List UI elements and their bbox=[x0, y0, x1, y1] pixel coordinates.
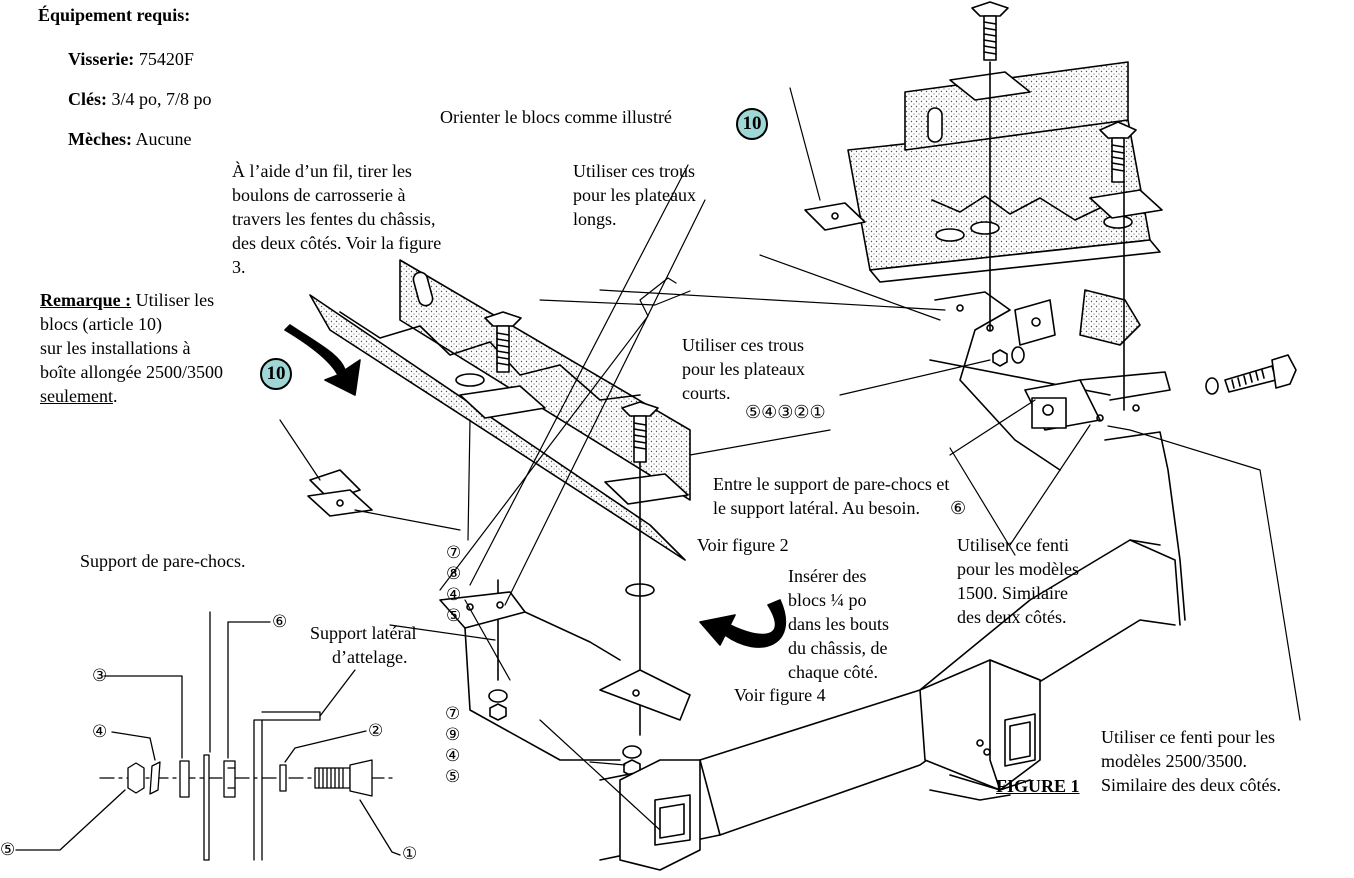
note-line: 1500. Similaire bbox=[957, 583, 1068, 603]
remark-only: seulement bbox=[40, 386, 113, 406]
detail-callout-2: ② bbox=[368, 721, 384, 741]
note-line: Support latéral bbox=[310, 623, 417, 643]
note-line: pour les plateaux bbox=[682, 359, 805, 379]
equipment-heading: Équipement requis: bbox=[38, 5, 191, 25]
callout-number: ④ bbox=[446, 585, 462, 605]
wrenches-value: 3/4 po, 7/8 po bbox=[111, 89, 212, 109]
figure-label: FIGURE 1 bbox=[996, 776, 1080, 796]
detail-callout-5: ⑤ bbox=[0, 840, 16, 860]
callout-number: ⑤ bbox=[445, 767, 461, 787]
curved-arrows bbox=[284, 324, 787, 648]
hardware-label: Visserie: bbox=[68, 49, 135, 69]
callout-number: ⑤ bbox=[446, 606, 462, 626]
note-line: des deux côtés. Voir la figure bbox=[232, 233, 442, 253]
bumper-support-label: Support de pare-chocs. bbox=[80, 551, 246, 571]
note-line: dans les bouts bbox=[788, 614, 889, 634]
bits-line: Mèches: Aucune bbox=[68, 128, 191, 150]
item-10-callout-left: 10 bbox=[260, 358, 292, 390]
note-line: modèles 2500/3500. bbox=[1101, 751, 1247, 771]
note-line: boulons de carrosserie à bbox=[232, 185, 406, 205]
note-line: blocs ¼ po bbox=[788, 590, 867, 610]
note-line: pour les plateaux bbox=[573, 185, 696, 205]
remark-text: Utiliser les bbox=[131, 290, 215, 310]
callout-number: ⑨ bbox=[445, 725, 461, 745]
note-line: Insérer des bbox=[788, 566, 867, 586]
callout-number: ⑦ bbox=[446, 543, 462, 563]
note-line: seulement. bbox=[40, 386, 118, 406]
note-line: 3. bbox=[232, 257, 246, 277]
left-carriage-bolts bbox=[307, 311, 689, 736]
note-line: Utiliser ces trous bbox=[682, 335, 804, 355]
note-line: Remarque : Utiliser les bbox=[40, 289, 214, 311]
detail-callout-4: ④ bbox=[92, 722, 108, 742]
note-line: Utiliser ces trous bbox=[573, 161, 695, 181]
note-line: courts. bbox=[682, 383, 731, 403]
right-frame-rail bbox=[847, 61, 1161, 346]
note-line: travers les fentes du châssis, bbox=[232, 209, 436, 229]
note-line: Similaire des deux côtés. bbox=[1101, 775, 1281, 795]
note-line: À l’aide d’un fil, tirer les bbox=[232, 161, 412, 181]
spacer-callout-6: ⑥ bbox=[950, 498, 967, 519]
note-line: sur les installations à bbox=[40, 338, 191, 358]
note-line: des deux côtés. bbox=[957, 607, 1067, 627]
orient-blocks-note: Orienter le blocs comme illustré bbox=[440, 107, 672, 127]
right-bumper-bracket bbox=[929, 291, 1297, 621]
callout-number: ⑦ bbox=[445, 704, 461, 724]
detail-callout-3: ③ bbox=[92, 666, 108, 686]
note-line: pour les modèles bbox=[957, 559, 1079, 579]
remark-label: Remarque : bbox=[40, 290, 132, 310]
left-bumper-bracket bbox=[439, 591, 691, 777]
note-line: le support latéral. Au besoin. bbox=[713, 498, 920, 518]
callout-number: ④ bbox=[445, 746, 461, 766]
hardware-line: Visserie: 75420F bbox=[68, 48, 194, 70]
bits-label: Mèches: bbox=[68, 129, 132, 149]
leader-lines bbox=[279, 87, 1301, 831]
note-line: chaque côté. bbox=[788, 662, 878, 682]
detail-callout-1: ① bbox=[402, 844, 418, 864]
exploded-hardware-detail bbox=[15, 611, 401, 861]
receiver-hitch bbox=[599, 539, 1181, 871]
hardware-value: 75420F bbox=[138, 49, 194, 69]
wrenches-line: Clés: 3/4 po, 7/8 po bbox=[68, 88, 212, 110]
right-hardware-stack: ⑤④③②① bbox=[745, 402, 826, 423]
wrenches-label: Clés: bbox=[68, 89, 107, 109]
note-line: longs. bbox=[573, 209, 617, 229]
note-line: Utiliser ce fenti bbox=[957, 535, 1069, 555]
right-carriage-bolts bbox=[804, 1, 1163, 411]
note-line: du châssis, de bbox=[788, 638, 888, 658]
note-line: Utiliser ce fenti pour les bbox=[1101, 727, 1275, 747]
note-line: blocs (article 10) bbox=[40, 314, 162, 334]
see-figure-4: Voir figure 4 bbox=[734, 685, 826, 705]
item-10-callout-right: 10 bbox=[736, 108, 768, 140]
callout-number: ⑧ bbox=[446, 564, 462, 584]
detail-callout-6: ⑥ bbox=[272, 612, 288, 632]
see-figure-2: Voir figure 2 bbox=[697, 535, 789, 555]
bits-value: Aucune bbox=[135, 129, 192, 149]
note-line: boîte allongée 2500/3500 bbox=[40, 362, 223, 382]
note-line: d’attelage. bbox=[332, 647, 408, 667]
note-line: Entre le support de pare-chocs et bbox=[713, 474, 950, 494]
left-frame-rail bbox=[309, 259, 691, 597]
